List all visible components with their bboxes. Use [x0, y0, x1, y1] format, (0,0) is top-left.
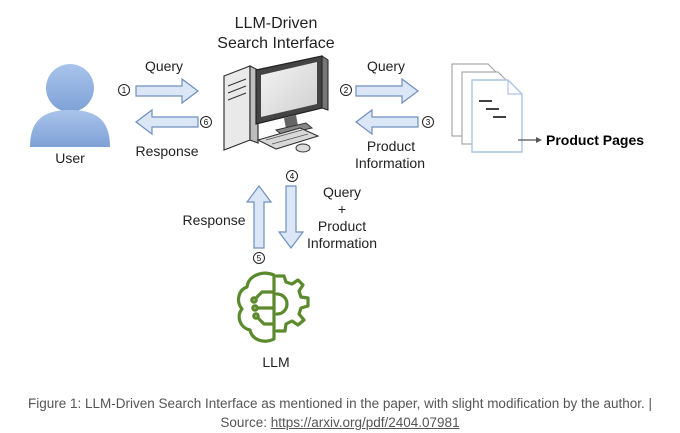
caption-source: Source: https://arxiv.org/pdf/2404.07981	[0, 413, 680, 432]
step-marker-3: 3	[422, 116, 434, 128]
step-marker-1: 1	[118, 84, 130, 96]
documents-icon	[451, 63, 523, 153]
product-info-line2: Information	[354, 155, 426, 171]
source-link[interactable]: https://arxiv.org/pdf/2404.07981	[270, 415, 460, 430]
arrow-query-to-pages	[355, 77, 419, 105]
svg-text:6: 6	[204, 118, 209, 127]
product-info-line1: Product	[366, 138, 416, 154]
svg-text:3: 3	[426, 118, 431, 127]
response-label-user: Response	[135, 143, 199, 159]
llm-query-line4: Information	[306, 235, 378, 251]
arrow-response-to-interface	[245, 185, 273, 249]
query-label-2: Query	[366, 58, 406, 74]
llm-brain-gear-icon	[236, 271, 310, 343]
user-icon	[30, 64, 110, 147]
product-pages-arrow	[518, 137, 542, 143]
step-marker-5: 5	[253, 252, 265, 264]
diagram-canvas: 1 6 2 3 4 5	[30, 55, 542, 343]
arrow-query-to-interface	[135, 77, 199, 105]
arrow-product-info-to-interface	[355, 108, 419, 136]
product-pages-label: Product Pages	[546, 132, 645, 148]
step-marker-4: 4	[286, 170, 298, 182]
svg-text:2: 2	[344, 86, 349, 95]
llm-query-line3: Product	[317, 218, 367, 234]
figure-caption: Figure 1: LLM-Driven Search Interface as…	[0, 394, 680, 432]
llm-label: LLM	[262, 354, 290, 370]
svg-text:4: 4	[290, 172, 295, 181]
step-marker-6: 6	[200, 116, 212, 128]
computer-icon	[223, 55, 329, 153]
step-marker-2: 2	[340, 84, 352, 96]
caption-text: Figure 1: LLM-Driven Search Interface as…	[27, 396, 653, 411]
user-label: User	[55, 150, 85, 166]
caption-source-prefix: Source:	[220, 415, 271, 430]
arrow-response-to-user	[135, 108, 199, 136]
interface-title-line1: LLM-Driven	[234, 15, 318, 32]
interface-title-line2: Search Interface	[217, 35, 335, 52]
response-label-llm: Response	[182, 212, 246, 228]
query-label-1: Query	[144, 58, 184, 74]
llm-query-line1: Query	[322, 184, 362, 200]
llm-query-line2: +	[337, 201, 347, 217]
arrow-query-to-llm	[277, 185, 305, 249]
diagram: 1 6 2 3 4 5	[30, 15, 645, 370]
svg-text:5: 5	[257, 254, 262, 263]
svg-text:1: 1	[122, 86, 127, 95]
